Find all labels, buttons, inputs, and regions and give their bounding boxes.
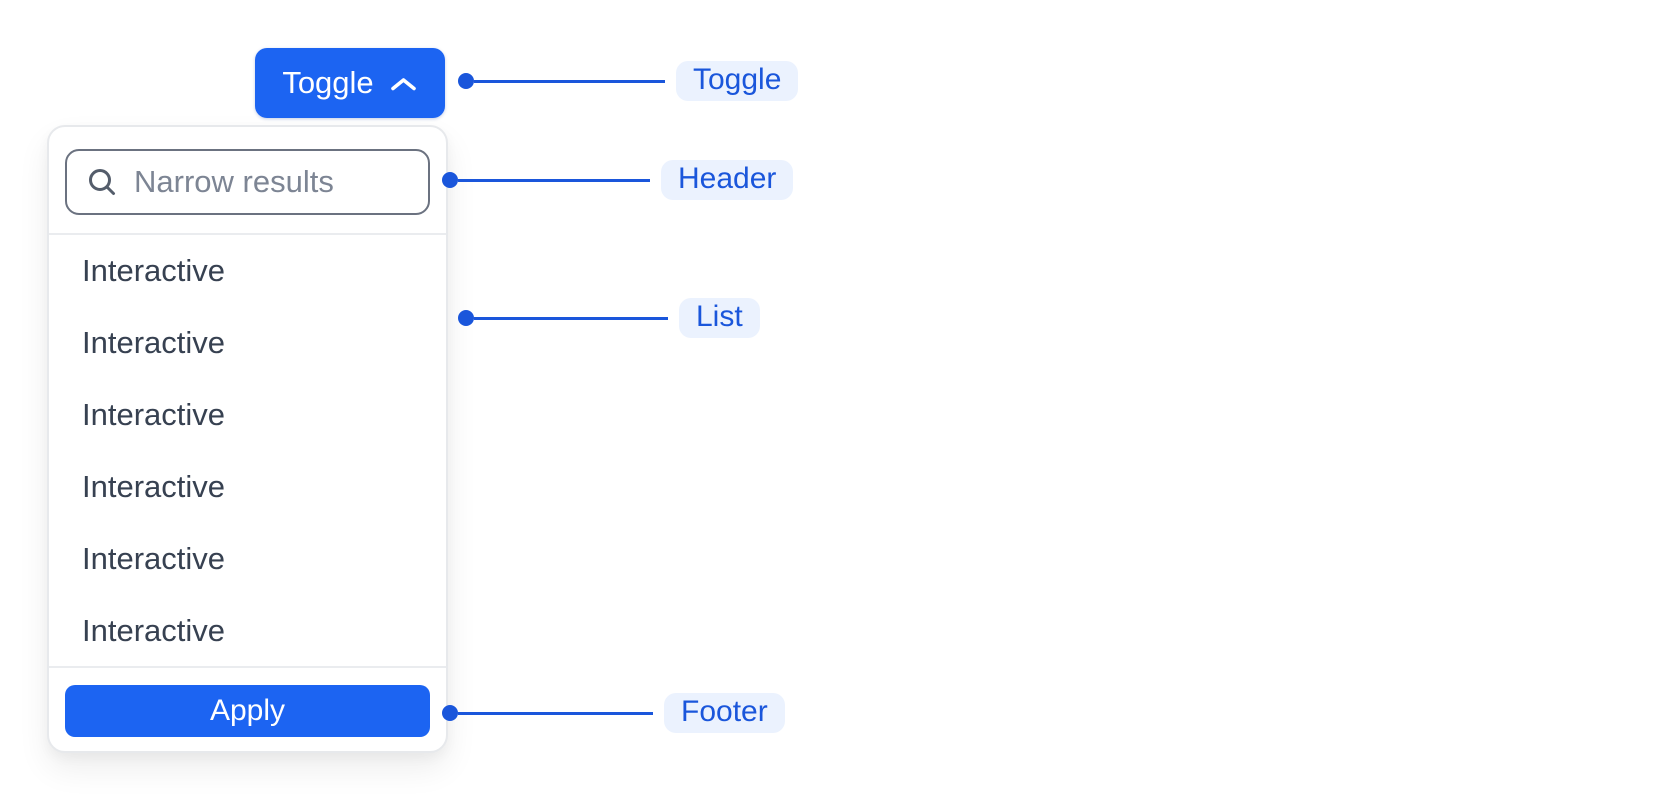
- annotation-label-toggle: Toggle: [676, 61, 799, 101]
- annotation-footer: Footer: [442, 693, 785, 733]
- connector-dot: [458, 310, 474, 326]
- toggle-button[interactable]: Toggle: [255, 48, 445, 118]
- list-item[interactable]: Interactive: [82, 613, 226, 648]
- list-item[interactable]: Interactive: [82, 325, 226, 360]
- dropdown-footer: Apply: [49, 666, 446, 751]
- dropdown-header: [49, 127, 446, 235]
- search-icon: [85, 165, 119, 199]
- list-item[interactable]: Interactive: [82, 541, 226, 576]
- list-item[interactable]: Interactive: [82, 469, 226, 504]
- annotation-list: List: [458, 298, 760, 338]
- chevron-up-icon: [389, 76, 418, 93]
- connector-dot: [458, 73, 474, 89]
- annotation-label-header: Header: [661, 160, 794, 200]
- annotation-header: Header: [442, 160, 794, 200]
- list-item[interactable]: Interactive: [82, 253, 226, 288]
- annotation-label-footer: Footer: [664, 693, 785, 733]
- connector-line: [458, 178, 650, 182]
- annotation-toggle: Toggle: [458, 61, 799, 101]
- annotation-label-list: List: [679, 298, 760, 338]
- search-input[interactable]: [134, 164, 410, 200]
- toggle-button-label: Toggle: [282, 65, 374, 100]
- connector-line: [458, 711, 653, 715]
- dropdown-list: Interactive Interactive Interactive Inte…: [49, 235, 446, 666]
- dropdown-panel: Interactive Interactive Interactive Inte…: [47, 125, 448, 753]
- search-box[interactable]: [65, 149, 430, 215]
- connector-line: [474, 79, 665, 83]
- connector-line: [474, 316, 668, 320]
- connector-dot: [442, 172, 458, 188]
- connector-dot: [442, 705, 458, 721]
- list-item[interactable]: Interactive: [82, 397, 226, 432]
- apply-button[interactable]: Apply: [65, 685, 430, 737]
